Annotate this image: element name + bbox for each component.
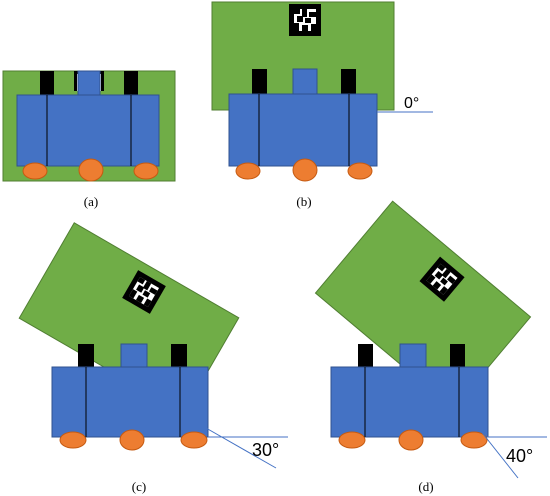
angle-label: 30° [252, 440, 279, 460]
left-wheel [59, 431, 87, 449]
left-wheel [22, 162, 48, 180]
left-wheel [338, 431, 366, 449]
top-sensor [77, 70, 101, 96]
top-sensor [292, 68, 318, 96]
panel-b-caption: (b) [296, 194, 312, 209]
robot-chassis [51, 366, 209, 438]
robot-chassis [330, 366, 489, 438]
panel-c: 30° [18, 222, 288, 469]
panel-a [2, 70, 176, 182]
panel-d-caption: (d) [418, 479, 434, 494]
right-post [171, 344, 187, 370]
angle-label: 40° [506, 446, 533, 466]
top-sensor [120, 343, 148, 371]
center-wheel [398, 429, 424, 451]
right-wheel [460, 431, 488, 449]
panel-d: 40° [314, 200, 547, 479]
mounting-board [314, 200, 532, 410]
right-wheel [347, 162, 373, 180]
panel-b: 0° [211, 1, 433, 182]
left-wheel [235, 162, 261, 180]
right-post [341, 69, 356, 95]
left-post [252, 69, 267, 95]
center-wheel [119, 429, 145, 451]
left-post [78, 344, 94, 370]
robot-chassis [16, 94, 160, 167]
right-wheel [133, 162, 159, 180]
fiducial-marker [289, 4, 321, 36]
panel-c-caption: (c) [131, 479, 147, 494]
angle-label: 0° [404, 95, 419, 112]
center-wheel [292, 158, 318, 182]
tilt-reference-line [479, 429, 519, 479]
center-wheel [78, 158, 104, 182]
right-wheel [180, 431, 208, 449]
panel-a-caption: (a) [83, 194, 99, 209]
left-post [358, 344, 373, 370]
tilted-board-assembly [314, 200, 532, 410]
robot-chassis [228, 93, 378, 167]
right-post [450, 344, 465, 370]
top-sensor [399, 343, 427, 371]
left-post [40, 71, 54, 95]
right-post [124, 71, 138, 95]
tilt-reference-line [205, 427, 277, 469]
